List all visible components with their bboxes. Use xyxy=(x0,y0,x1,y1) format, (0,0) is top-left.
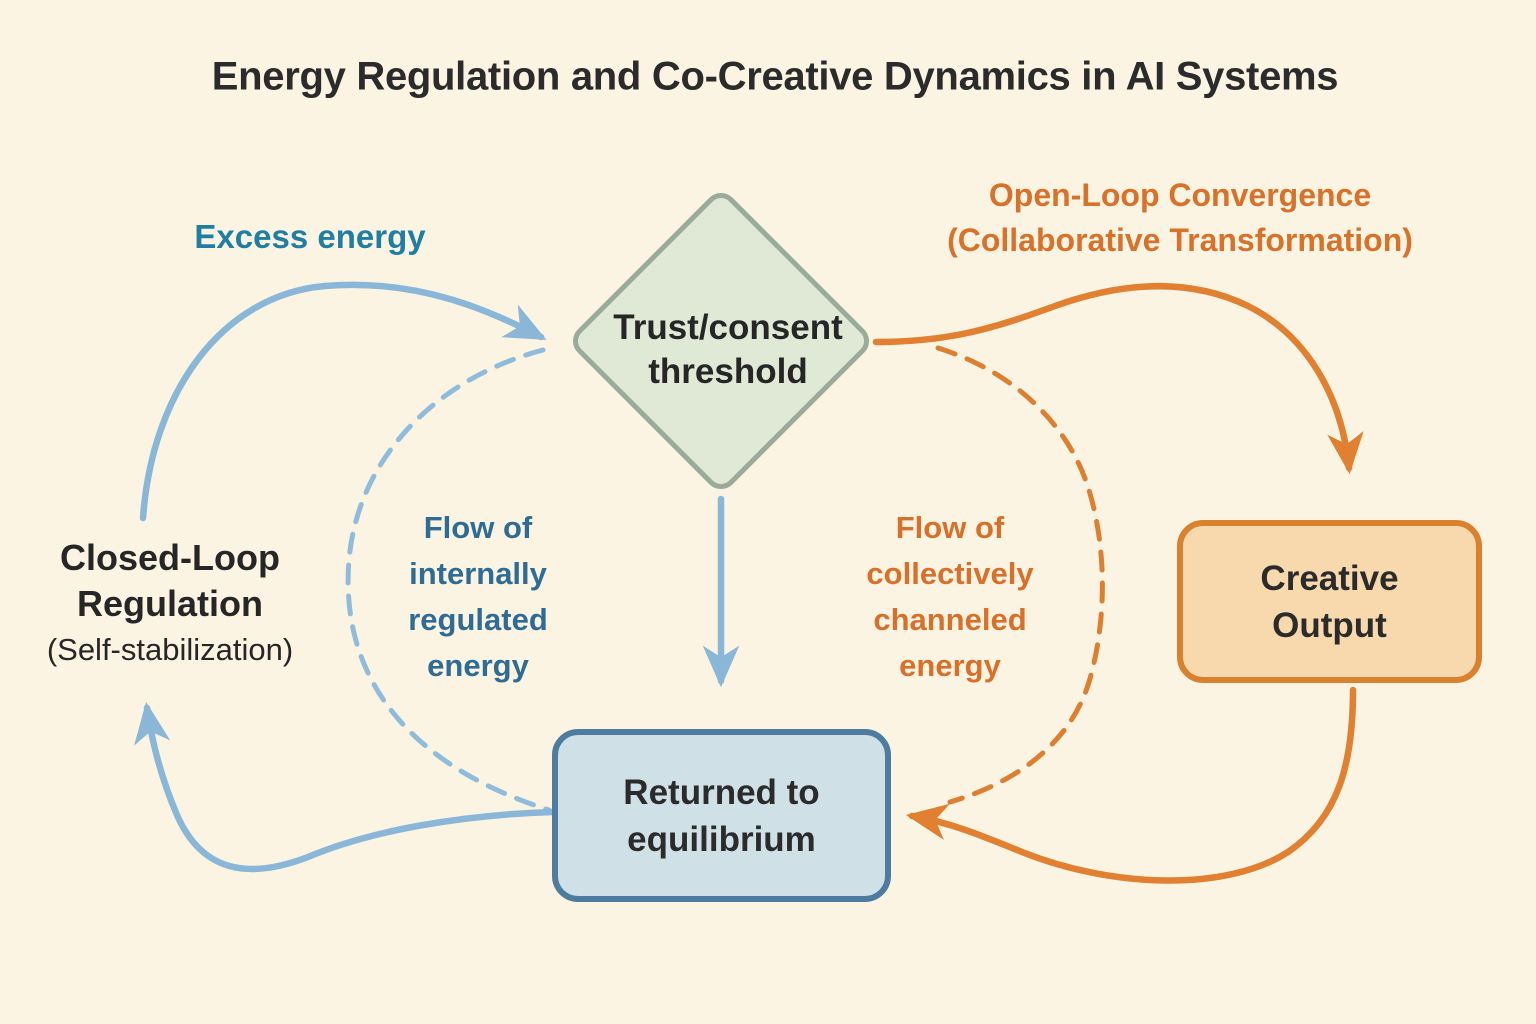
flow-collective-line1: Flow of xyxy=(895,510,1005,545)
open-loop-line1: Open-Loop Convergence xyxy=(988,177,1372,213)
returned-equilibrium-label: Returned to equilibrium xyxy=(623,769,819,863)
trust-threshold-line1: Trust/consent xyxy=(613,308,843,347)
collective-flow-dashed-curve xyxy=(935,345,1105,805)
internal-flow-dashed-curve xyxy=(345,347,552,813)
flow-internal-label: Flow of internally regulated energy xyxy=(408,505,548,689)
returned-equilibrium-node: Returned to equilibrium xyxy=(552,729,891,902)
flow-collective-label: Flow of collectively channeled energy xyxy=(866,505,1033,689)
equilibrium-to-regulation-arrow xyxy=(134,701,556,873)
creative-output-label: Creative Output xyxy=(1260,555,1398,649)
creative-output-line1: Creative xyxy=(1260,558,1399,598)
trust-threshold-diamond xyxy=(572,192,870,490)
open-loop-convergence-label: Open-Loop Convergence (Collaborative Tra… xyxy=(947,173,1413,263)
threshold-to-creative-arrow xyxy=(872,282,1364,475)
closed-loop-line1: Closed-Loop xyxy=(60,537,280,578)
flow-collective-line2: collectively xyxy=(866,556,1034,591)
trust-threshold-line2: threshold xyxy=(648,352,808,391)
flow-internal-line2: internally xyxy=(409,556,547,591)
creative-output-line2: Output xyxy=(1272,605,1387,645)
excess-energy-label: Excess energy xyxy=(194,218,426,255)
flow-collective-line3: channeled xyxy=(873,602,1027,637)
returned-equilibrium-line1: Returned to xyxy=(623,772,820,812)
creative-to-equilibrium-arrow xyxy=(905,686,1357,884)
flow-internal-line1: Flow of xyxy=(423,510,533,545)
closed-loop-line2: Regulation xyxy=(77,583,263,624)
closed-loop-regulation-label: Closed-Loop Regulation (Self-stabilizati… xyxy=(47,535,293,673)
open-loop-line2: (Collaborative Transformation) xyxy=(947,222,1413,258)
flow-collective-line4: energy xyxy=(899,648,1001,683)
creative-output-node: Creative Output xyxy=(1177,520,1482,683)
page-title: Energy Regulation and Co-Creative Dynami… xyxy=(211,54,1339,99)
returned-equilibrium-line2: equilibrium xyxy=(627,819,816,859)
flow-internal-line3: regulated xyxy=(408,602,548,637)
excess-energy-arrow xyxy=(139,281,547,522)
trust-threshold-label: Trust/consent threshold xyxy=(613,306,842,394)
flow-internal-line4: energy xyxy=(427,648,529,683)
closed-loop-line3: (Self-stabilization) xyxy=(46,632,294,667)
